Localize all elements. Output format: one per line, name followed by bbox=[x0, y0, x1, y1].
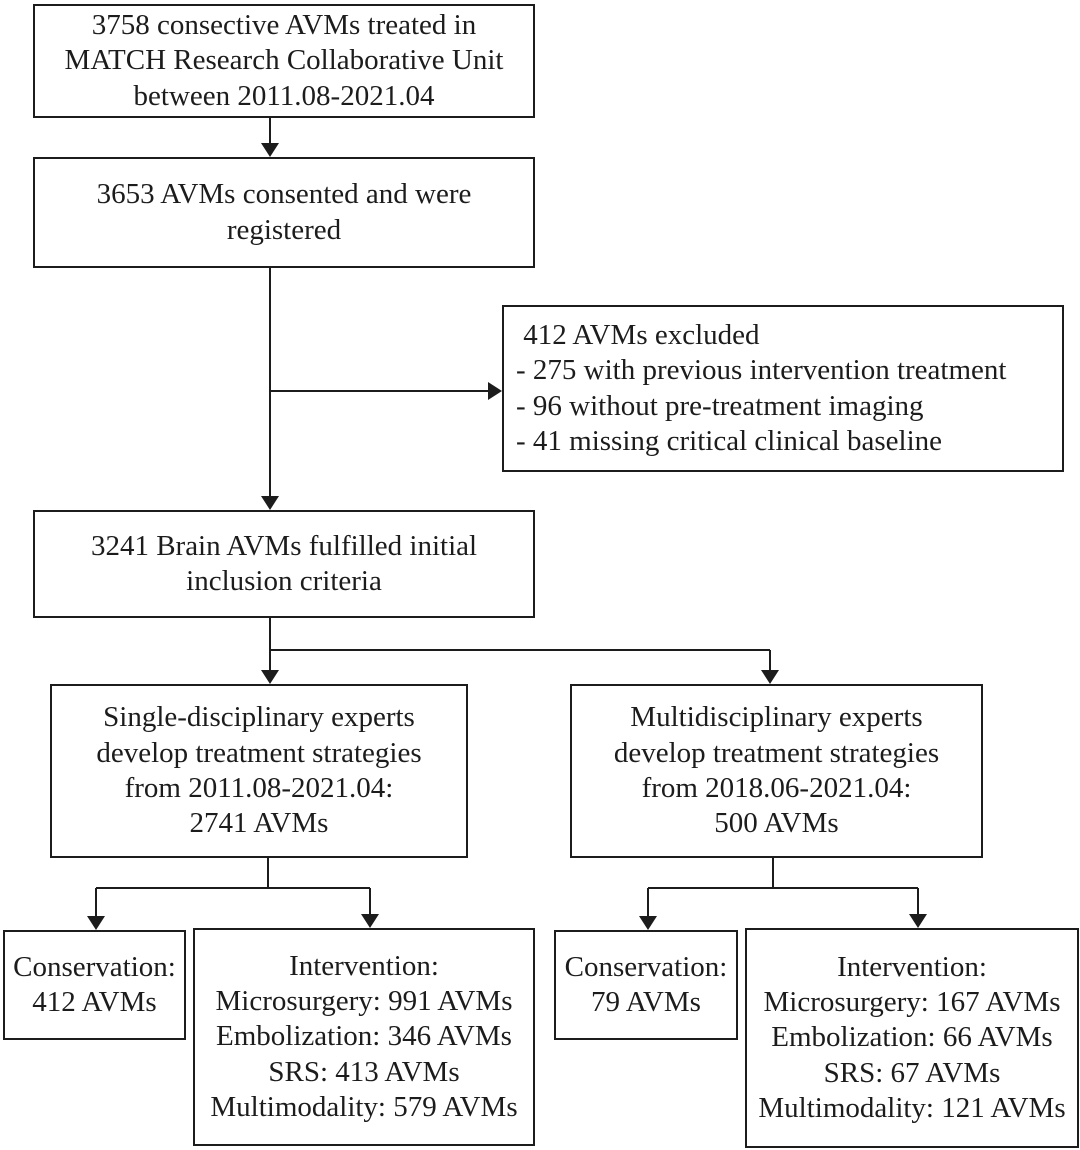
box-excluded: 412 AVMs excluded - 275 with previous in… bbox=[502, 305, 1064, 472]
arrowhead-down-icon bbox=[909, 914, 927, 928]
box-excluded-text: 412 AVMs excluded - 275 with previous in… bbox=[516, 318, 1007, 457]
arrowhead-down-icon bbox=[87, 916, 105, 930]
arrowhead-right-icon bbox=[488, 382, 502, 400]
box-inclusion-criteria-text: 3241 Brain AVMs fulfilled initial inclus… bbox=[90, 529, 478, 597]
box-consented-text: 3653 AVMs consented and were registered bbox=[96, 178, 472, 246]
box-multidisciplinary-text: Multidisciplinary experts develop treatm… bbox=[613, 701, 940, 840]
box-enrolled-cohort: 3758 consective AVMs treated in MATCH Re… bbox=[33, 4, 535, 118]
box-inclusion-criteria: 3241 Brain AVMs fulfilled initial inclus… bbox=[33, 510, 535, 618]
box-multidisciplinary: Multidisciplinary experts develop treatm… bbox=[570, 684, 983, 858]
box-intervention-single-text: Intervention: Microsurgery: 991 AVMs Emb… bbox=[210, 949, 518, 1124]
box-intervention-single: Intervention: Microsurgery: 991 AVMs Emb… bbox=[193, 928, 535, 1146]
box-conservation-single: Conservation: 412 AVMs bbox=[3, 930, 186, 1040]
arrowhead-down-icon bbox=[761, 670, 779, 684]
box-enrolled-cohort-text: 3758 consective AVMs treated in MATCH Re… bbox=[64, 8, 504, 112]
box-conservation-multi-text: Conservation: 79 AVMs bbox=[564, 950, 728, 1018]
box-conservation-single-text: Conservation: 412 AVMs bbox=[13, 950, 176, 1018]
box-consented: 3653 AVMs consented and were registered bbox=[33, 157, 535, 268]
box-conservation-multi: Conservation: 79 AVMs bbox=[554, 930, 738, 1040]
arrowhead-down-icon bbox=[361, 914, 379, 928]
arrowhead-down-icon bbox=[261, 496, 279, 510]
box-intervention-multi-text: Intervention: Microsurgery: 167 AVMs Emb… bbox=[758, 950, 1066, 1125]
arrowhead-down-icon bbox=[261, 670, 279, 684]
box-single-disciplinary: Single-disciplinary experts develop trea… bbox=[50, 684, 468, 858]
arrowhead-down-icon bbox=[639, 916, 657, 930]
box-intervention-multi: Intervention: Microsurgery: 167 AVMs Emb… bbox=[745, 928, 1079, 1148]
arrowhead-down-icon bbox=[261, 143, 279, 157]
box-single-disciplinary-text: Single-disciplinary experts develop trea… bbox=[96, 701, 422, 840]
